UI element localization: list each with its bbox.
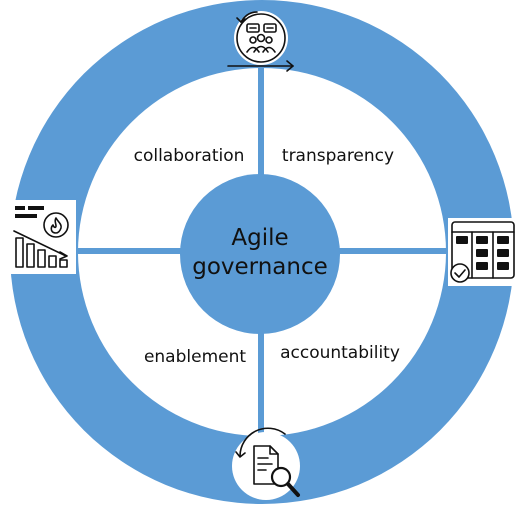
vertical-divider-bottom	[258, 312, 264, 442]
horizontal-divider-right	[334, 248, 454, 254]
label-transparency: transparency	[282, 146, 394, 166]
center-title-line1: Agile	[231, 225, 288, 251]
center-title-line2: governance	[192, 254, 328, 280]
label-accountability: accountability	[280, 343, 400, 363]
center-circle	[180, 174, 340, 334]
horizontal-divider-left	[70, 248, 190, 254]
document-search-icon	[232, 427, 300, 500]
team-collaboration-icon	[227, 11, 294, 72]
kanban-board-checklist-icon	[448, 218, 520, 286]
declining-chart-fire-icon	[10, 200, 76, 274]
label-enablement: enablement	[144, 347, 246, 367]
label-collaboration: collaboration	[134, 146, 245, 166]
vertical-divider-top	[258, 62, 264, 192]
